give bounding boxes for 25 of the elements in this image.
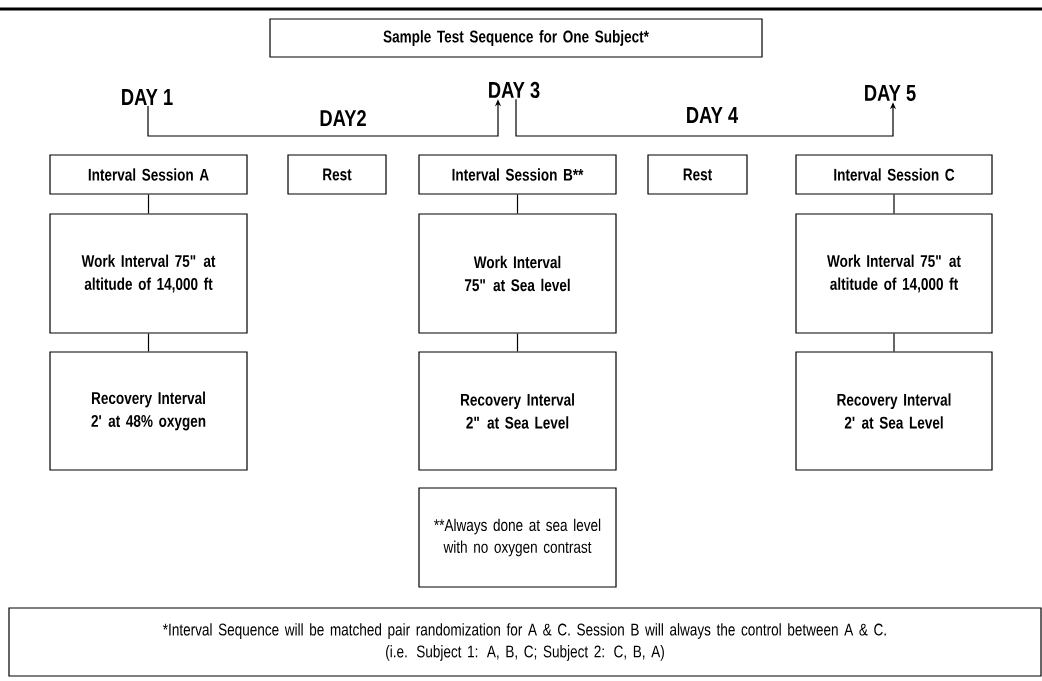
process-box: Work Interval 75" at altitude of 14,000 ft [795,213,993,334]
process-box: Work Interval 75" at Sea level [418,213,617,334]
day-label: DAY 1 [122,89,173,105]
connector [516,333,519,352]
process-box: Recovery Interval 2' at 48% oxygen [49,351,248,471]
day-label: DAY 3 [489,81,540,99]
connector [147,333,150,352]
edge-label: DAY2 [318,109,368,127]
title-box: Sample Test Sequence for One Subject* [269,18,763,58]
connector [516,194,519,214]
process-box: Interval Session C [795,154,993,195]
process-box: Rest [287,154,387,195]
day-label: DAY 5 [865,85,916,101]
note-box: **Always done at sea level with no oxygen contrast [418,487,617,588]
connector [147,194,150,214]
process-box: Interval Session A [49,154,248,195]
connector [893,194,895,214]
process-box: Work Interval 75" at altitude of 14,000 ft [49,213,248,334]
process-box: Interval Session B** [418,154,617,195]
connector [893,333,895,352]
edge-label: DAY 4 [684,106,740,124]
footnote-box: *Interval Sequence will be matched pair randomization for A & C. Session B will always the control between A & C. (i.e. Subject 1: A, B, C; Subject 2: C, B, A) [8,607,1042,677]
process-box: Rest [647,154,748,195]
process-box: Recovery Interval 2" at Sea Level [418,351,617,471]
process-box: Recovery Interval 2' at Sea Level [795,351,993,471]
